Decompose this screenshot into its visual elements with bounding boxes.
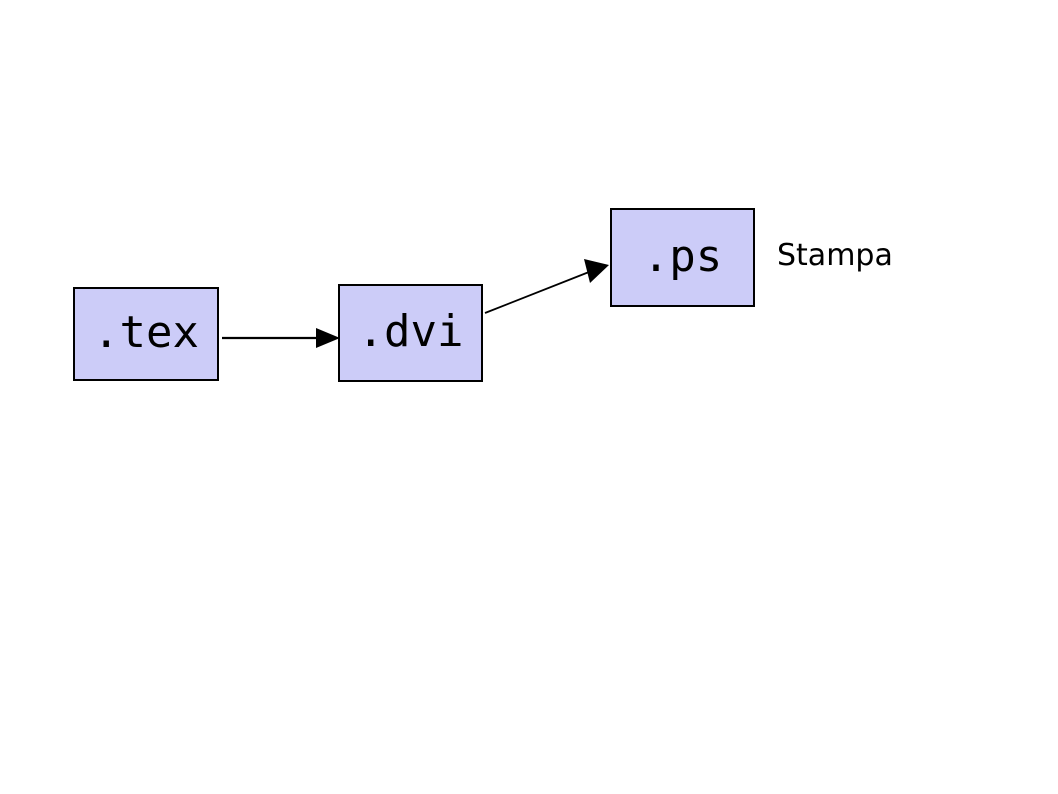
edge-dvi-to-ps-arrowhead (584, 259, 609, 283)
node-dvi-label: .dvi (357, 306, 464, 357)
edge-dvi-to-ps-line (484, 271, 590, 314)
annotation-stampa: Stampa (777, 238, 893, 273)
node-tex-label: .tex (93, 307, 199, 358)
node-dvi[interactable]: .dvi (338, 284, 483, 382)
node-ps[interactable]: .ps (610, 208, 755, 307)
edge-tex-to-dvi-arrowhead (316, 328, 340, 348)
edge-tex-to-dvi (222, 328, 340, 348)
edge-dvi-to-ps (484, 259, 609, 314)
node-ps-label: .ps (642, 230, 723, 282)
node-tex[interactable]: .tex (73, 287, 219, 381)
